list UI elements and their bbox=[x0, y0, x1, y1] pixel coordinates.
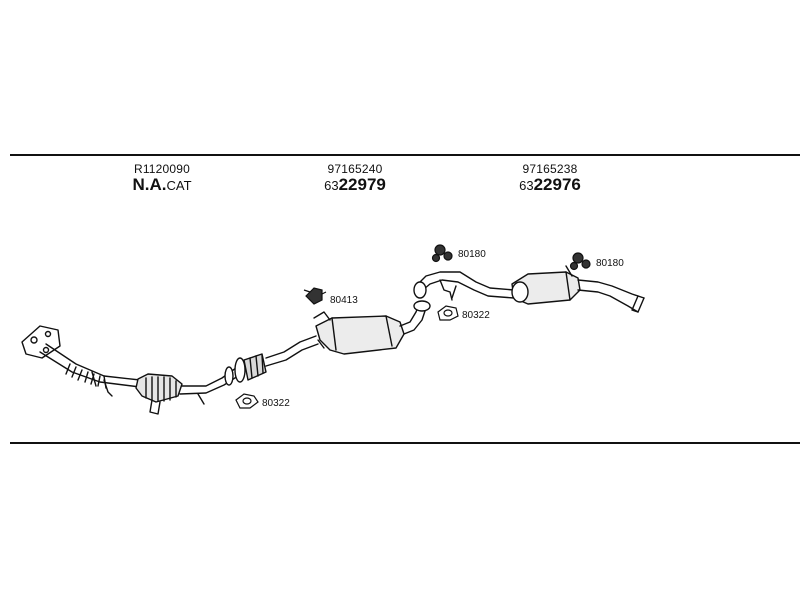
part-reference: R1120090 bbox=[133, 162, 191, 176]
callout-hanger-rear-1: 80180 bbox=[458, 249, 486, 260]
hanger-icon bbox=[431, 244, 453, 263]
callout-gasket-front: 80322 bbox=[262, 398, 290, 409]
part-number: 6322979 bbox=[324, 175, 386, 194]
middle-inlet-pipe bbox=[265, 335, 319, 367]
callout-bracket-mid: 80413 bbox=[330, 295, 358, 306]
front-pipe bbox=[39, 343, 141, 397]
hanger-icon bbox=[569, 252, 591, 271]
bottom-divider bbox=[10, 442, 800, 444]
top-divider bbox=[10, 154, 800, 156]
manifold-flange bbox=[21, 325, 61, 359]
bracket-icon bbox=[303, 287, 327, 305]
catalytic-converter bbox=[135, 373, 183, 415]
part-number: N.A.CAT bbox=[132, 175, 192, 194]
part-label-catalyst: R1120090 N.A.CAT bbox=[122, 162, 202, 195]
mid-to-rear-pipe bbox=[399, 300, 431, 335]
gasket-icon bbox=[235, 393, 259, 409]
rear-inlet-pipe bbox=[413, 271, 515, 301]
tail-pipe bbox=[565, 265, 645, 313]
part-reference: 97165240 bbox=[327, 162, 383, 176]
part-label-rear-silencer: 97165238 6322976 bbox=[510, 162, 590, 195]
part-reference: 97165238 bbox=[522, 162, 578, 176]
callout-gasket-rear: 80322 bbox=[462, 310, 490, 321]
part-number: 6322976 bbox=[519, 175, 581, 194]
gasket-icon bbox=[437, 305, 459, 321]
rear-silencer bbox=[511, 271, 581, 305]
part-label-middle-silencer: 97165240 6322979 bbox=[315, 162, 395, 195]
callout-hanger-rear-2: 80180 bbox=[596, 258, 624, 269]
middle-silencer bbox=[313, 311, 405, 355]
pipe-junction-flange bbox=[224, 353, 267, 386]
